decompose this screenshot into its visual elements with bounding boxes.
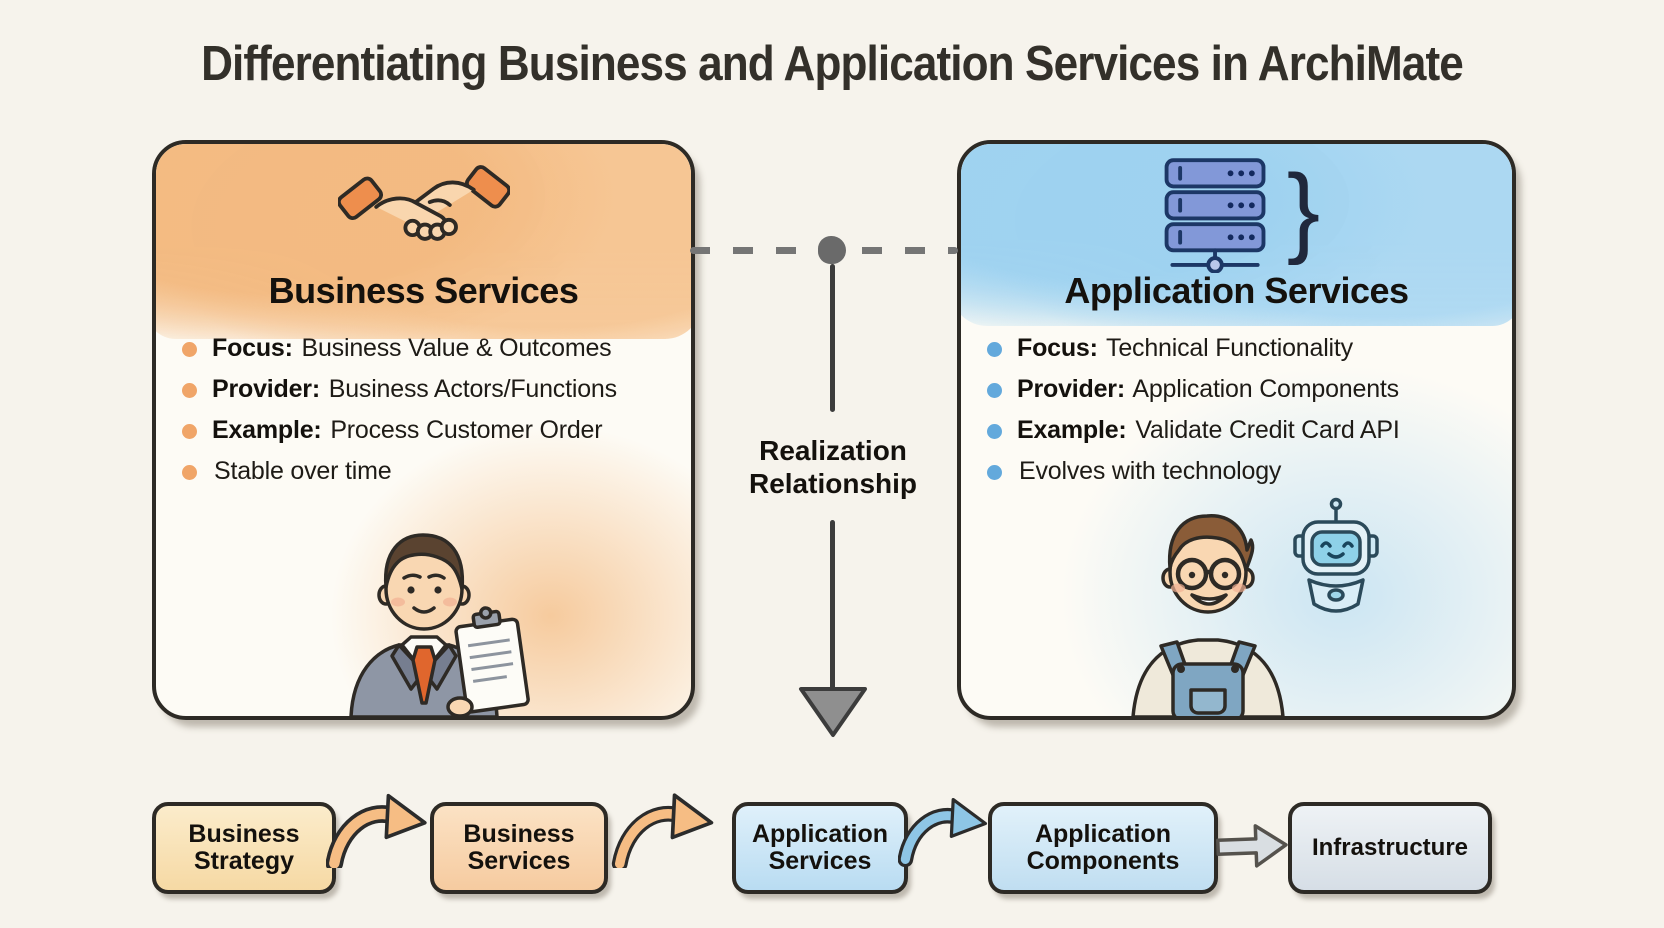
bullet-dot: [182, 465, 197, 480]
application-services-card: } Application Services Focus: Technical …: [957, 140, 1516, 720]
flow-box-infrastructure: Infrastructure: [1288, 802, 1492, 894]
straight-arrow-icon: [1216, 824, 1288, 868]
curved-arrow-icon: [611, 793, 714, 868]
bullet-item: Provider: Application Components: [987, 375, 1508, 404]
realization-arrow-line-lower: [830, 520, 835, 690]
card-heading: Application Services: [1064, 270, 1409, 311]
bullet-item: Example: Process Customer Order: [182, 416, 687, 445]
bullet-dot: [987, 465, 1002, 480]
bullet-list: Focus: Business Value & Outcomes Provide…: [182, 334, 687, 498]
handshake-icon: [337, 165, 510, 241]
business-services-card: Business Services Focus: Business Value …: [152, 140, 695, 720]
robot-icon: [1292, 497, 1379, 613]
bullet-dot: [182, 424, 197, 439]
connector-junction-dot: [818, 236, 846, 264]
realization-label: Realization Relationship: [748, 435, 917, 500]
curly-brace-glyph: }: [1286, 153, 1321, 266]
bullet-item: Stable over time: [182, 457, 687, 486]
realization-arrow-line-upper: [830, 264, 835, 412]
bullet-dot: [987, 342, 1002, 357]
bullet-item: Example: Validate Credit Card API: [987, 416, 1508, 445]
card-heading: Business Services: [268, 270, 579, 311]
bullet-item: Focus: Technical Functionality: [987, 334, 1508, 363]
card-icon-wrap: }: [961, 156, 1512, 273]
page-title-text: Differentiating Business and Application…: [201, 37, 1464, 91]
bullet-item: Focus: Business Value & Outcomes: [182, 334, 687, 363]
bullet-item: Evolves with technology: [987, 457, 1508, 486]
bullet-dot: [182, 342, 197, 357]
businessman-illustration: [299, 505, 549, 716]
bullet-list: Focus: Technical Functionality Provider:…: [987, 334, 1508, 498]
card-icon-wrap: [156, 156, 691, 254]
bullet-dot: [987, 383, 1002, 398]
bullet-dot: [987, 424, 1002, 439]
curved-arrow-icon: [326, 793, 427, 868]
down-arrowhead-icon: [799, 687, 867, 737]
page-title: Differentiating Business and Application…: [0, 36, 1664, 92]
server-stack-icon: [1164, 158, 1266, 273]
bullet-dot: [182, 383, 197, 398]
curved-arrow-icon: [898, 797, 988, 868]
developer-illustration: [1093, 492, 1393, 716]
bullet-item: Provider: Business Actors/Functions: [182, 375, 687, 404]
